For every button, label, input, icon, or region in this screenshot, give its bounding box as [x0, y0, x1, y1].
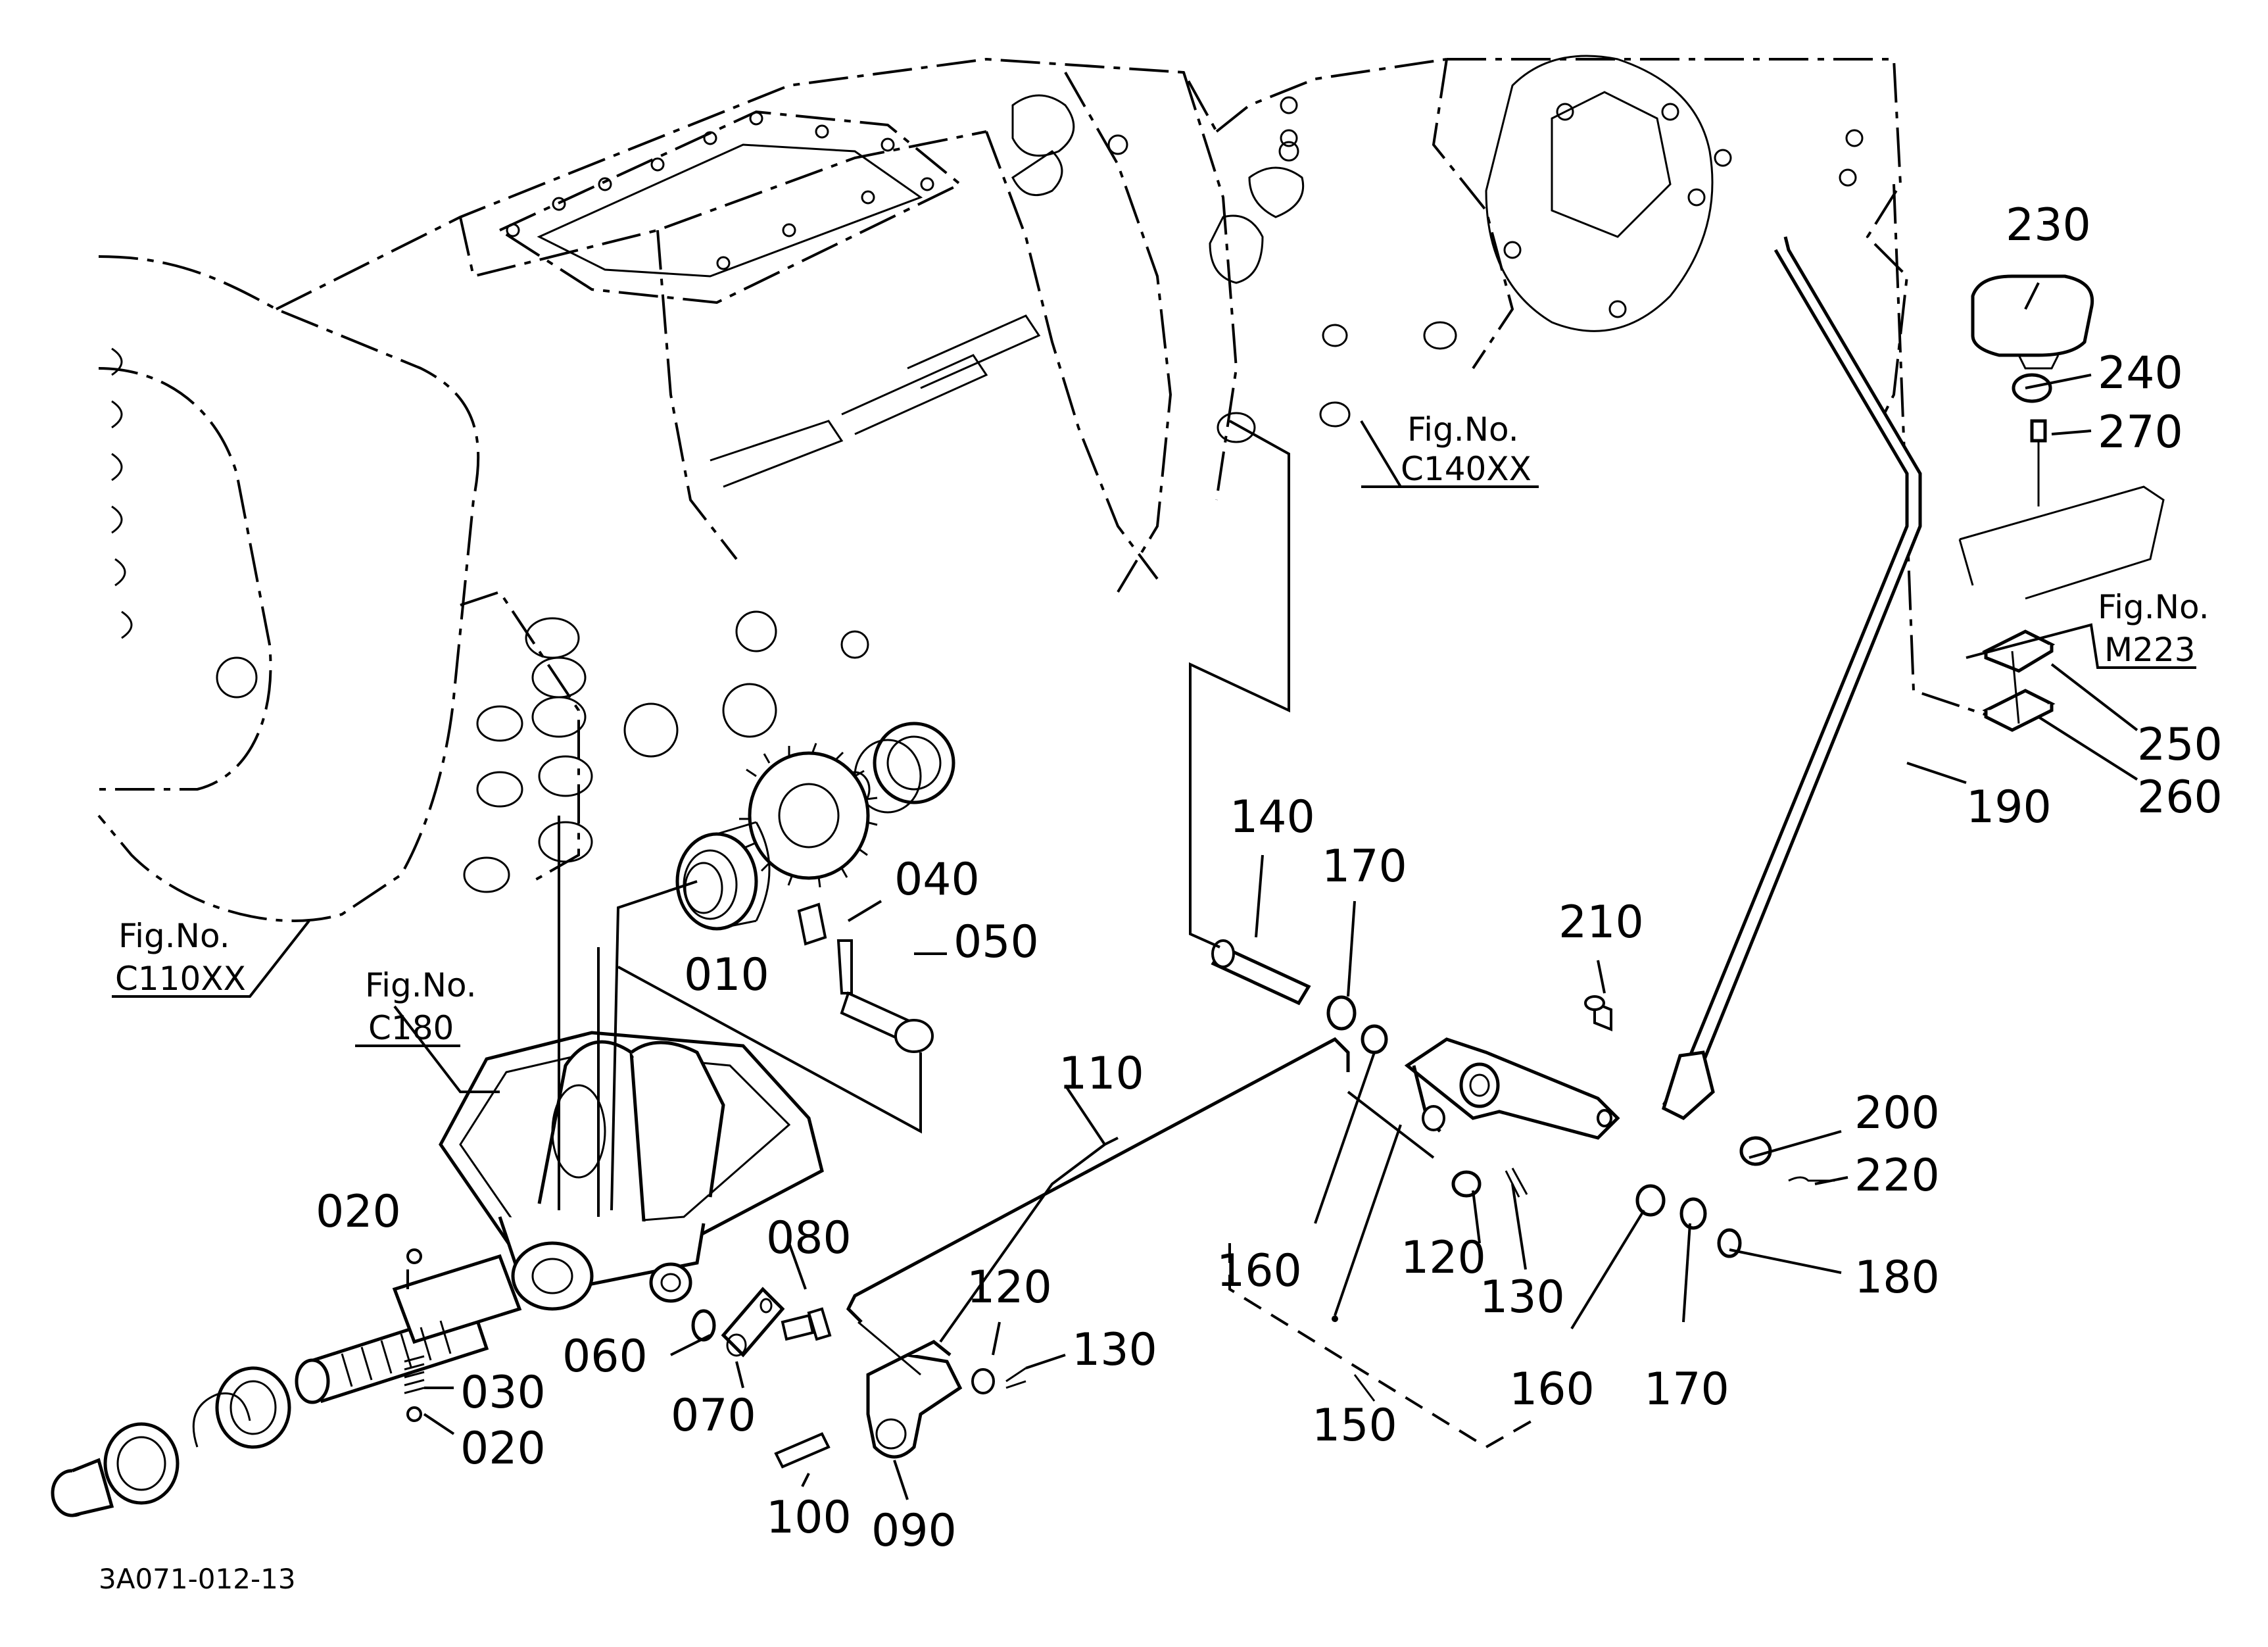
- callout-170-bottom: 170: [1644, 1364, 1729, 1415]
- callout-050: 050: [953, 916, 1039, 968]
- callout-220: 220: [1854, 1150, 1940, 1202]
- part-callouts: 230 240 270 250 260 190 140 170 210 040 …: [316, 199, 2223, 1557]
- flange-bolts: [111, 347, 258, 699]
- callout-120-left: 120: [967, 1262, 1052, 1314]
- callout-260: 260: [2137, 772, 2223, 823]
- drawing-id: 3A071-012-13: [99, 1563, 296, 1595]
- internal-gears: [675, 722, 955, 1053]
- input-shaft-assembly: [51, 1248, 522, 1517]
- callout-100: 100: [766, 1492, 852, 1544]
- fig-ref-c180-label: Fig.No.: [365, 966, 477, 1004]
- pedal-pad: [1958, 274, 2165, 732]
- gear: [739, 743, 878, 888]
- callout-030: 030: [460, 1367, 546, 1419]
- fig-ref-c140: Fig.No. C140XX: [1401, 410, 1532, 488]
- callout-130-left: 130: [1072, 1324, 1157, 1376]
- callout-080: 080: [766, 1212, 852, 1264]
- fig-ref-c140-code: C140XX: [1401, 450, 1532, 488]
- fig-ref-m223: Fig.No. M223: [2098, 588, 2209, 669]
- valve-bosses: [460, 590, 869, 893]
- cover-bolts: [506, 111, 934, 270]
- callout-070: 070: [671, 1390, 756, 1442]
- callout-110: 110: [1059, 1048, 1144, 1100]
- callout-060: 060: [562, 1331, 648, 1383]
- callout-180: 180: [1854, 1252, 1940, 1304]
- callout-020-bottom: 020: [460, 1423, 546, 1475]
- fig-ref-m223-code: M223: [2104, 631, 2196, 669]
- callout-160-left: 160: [1217, 1245, 1302, 1297]
- callout-270: 270: [2098, 406, 2183, 458]
- callout-230: 230: [2006, 199, 2091, 251]
- callout-200: 200: [1854, 1087, 1940, 1139]
- callout-160-right: 160: [1509, 1364, 1595, 1415]
- fig-ref-c110-code: C110XX: [115, 960, 246, 998]
- callout-020-top: 020: [316, 1186, 401, 1238]
- lever-linkage: [691, 1037, 1350, 1469]
- callout-240: 240: [2098, 347, 2183, 399]
- fig-ref-c110-label: Fig.No.: [118, 917, 230, 955]
- fig-ref-c180: Fig.No. C180: [365, 966, 477, 1047]
- callout-150: 150: [1312, 1400, 1397, 1452]
- callout-120-right: 120: [1401, 1232, 1486, 1284]
- callout-010: 010: [684, 949, 769, 1001]
- fig-ref-c180-code: C180: [368, 1009, 454, 1047]
- transmission-housing: [97, 55, 2013, 922]
- fig-ref-c140-label: Fig.No.: [1407, 410, 1519, 449]
- front-housing-c180: [439, 1031, 824, 1311]
- fig-ref-c110: Fig.No. C110XX: [115, 917, 246, 998]
- callout-130-right: 130: [1480, 1271, 1565, 1323]
- pedal-linkage: [1211, 236, 1922, 1258]
- callout-250: 250: [2137, 719, 2223, 771]
- callout-090: 090: [871, 1505, 957, 1557]
- leader-lines: [112, 282, 2196, 1500]
- callout-170-top: 170: [1322, 841, 1407, 893]
- fig-ref-m223-label: Fig.No.: [2098, 588, 2209, 626]
- callout-040: 040: [894, 854, 980, 906]
- callout-190: 190: [1966, 781, 2052, 833]
- callout-210: 210: [1558, 897, 1644, 948]
- callout-140: 140: [1230, 791, 1315, 843]
